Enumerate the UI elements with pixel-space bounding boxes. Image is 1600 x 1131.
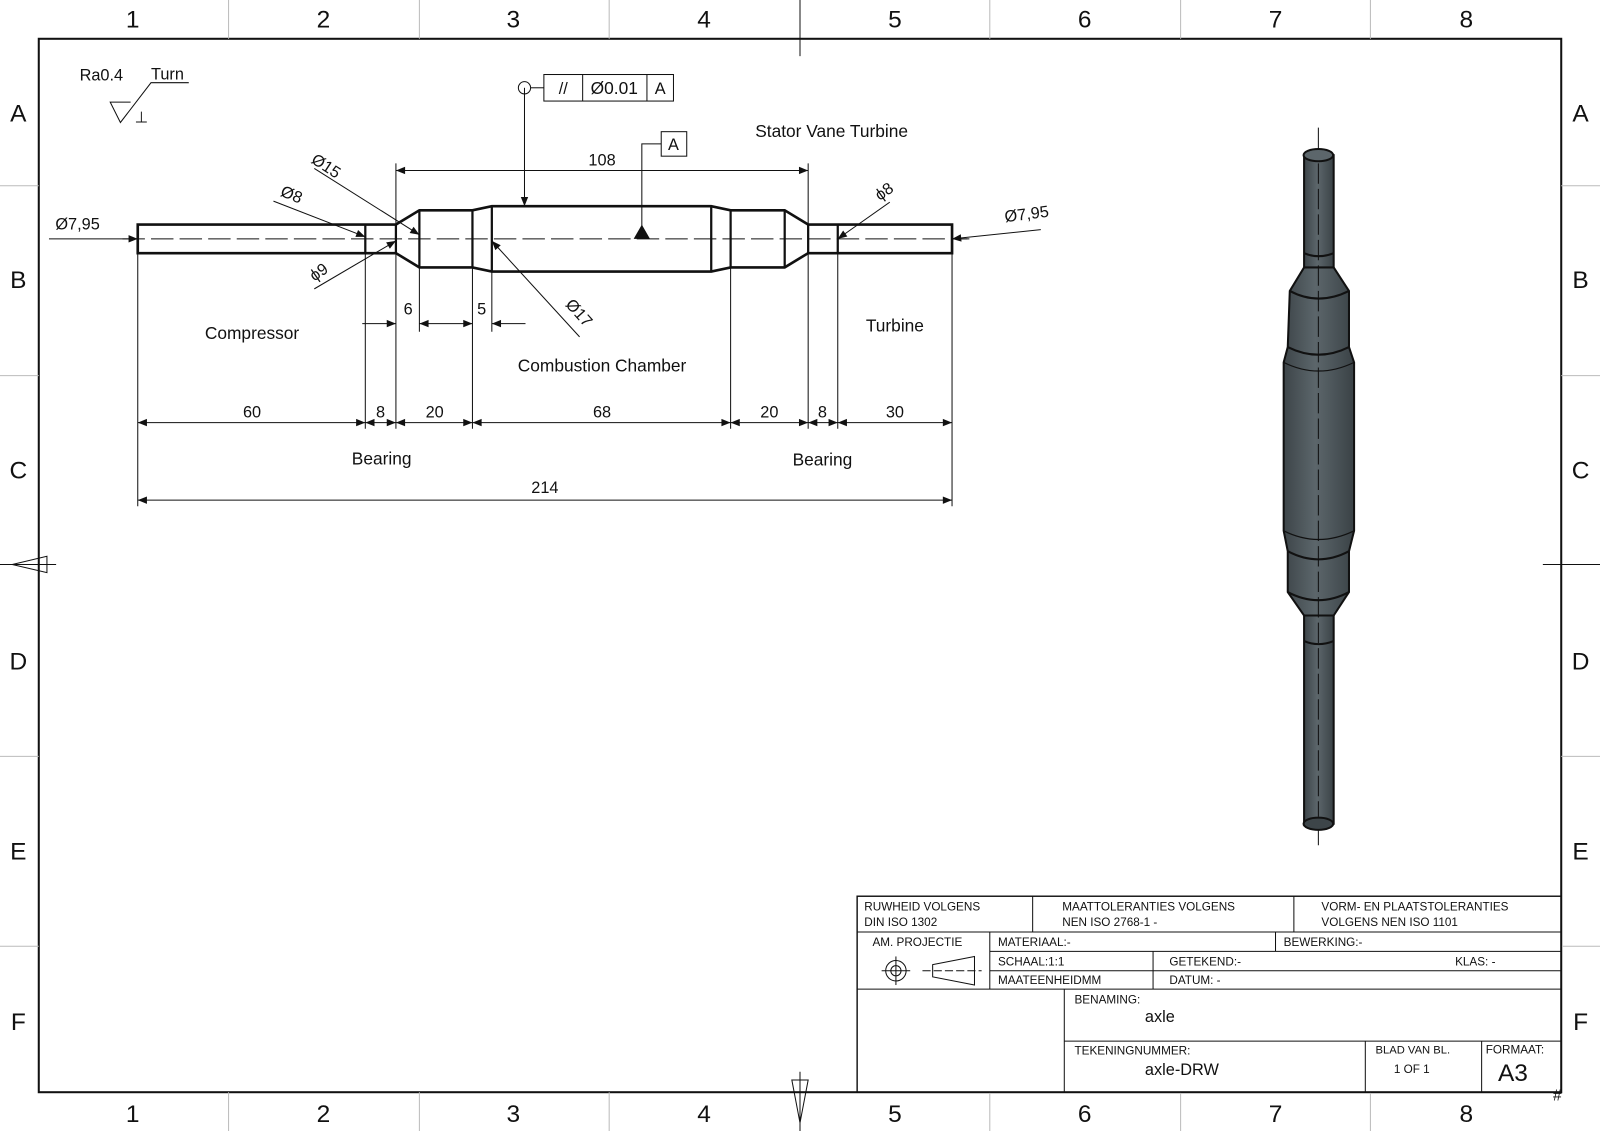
dim-8: 8 <box>376 403 385 421</box>
drawing-name: axle <box>1145 1008 1175 1026</box>
dia-right-end: Ø7,95 <box>1004 203 1050 226</box>
label-bearing-right: Bearing <box>793 449 853 469</box>
zone-col-5: 5 <box>888 1101 902 1128</box>
zone-col-8: 8 <box>1460 7 1474 34</box>
zone-labels: 1 2 3 4 5 6 7 8 1 2 3 4 5 6 7 8 A B C D … <box>10 7 1590 1128</box>
roughness-standard-ref: DIN ISO 1302 <box>864 916 937 929</box>
perpendicular-lay-symbol: ⊥ <box>135 109 148 126</box>
material-field: MATERIAAL:- <box>998 936 1071 949</box>
zone-row-e: E <box>1572 838 1588 865</box>
drawn-by-field: GETEKEND:- <box>1169 956 1241 969</box>
dim-20: 20 <box>760 403 778 421</box>
zone-col-1: 1 <box>126 1101 140 1128</box>
zone-col-2: 2 <box>317 1101 331 1128</box>
format-value: A3 <box>1498 1060 1528 1087</box>
dia-8-left: Ø8 <box>278 183 305 208</box>
zone-col-6: 6 <box>1078 1101 1092 1128</box>
diameter-leaders: Ø7,95 Ø15 Ø8 ϕ9 Ø17 ϕ8 Ø7,95 <box>48 150 1050 338</box>
dimension-lines: 108 6 5 60 8 20 68 20 8 30 214 <box>137 151 953 504</box>
projection-label: AM. PROJECTIE <box>872 936 962 949</box>
zone-row-e: E <box>10 838 26 865</box>
name-label: BENAMING: <box>1074 993 1140 1006</box>
zone-col-2: 2 <box>317 7 331 34</box>
zone-row-c: C <box>1572 458 1590 485</box>
form-tolerance-standard: VORM- EN PLAATSTOLERANTIES <box>1321 901 1508 914</box>
zone-row-f: F <box>11 1009 26 1036</box>
date-field: DATUM: - <box>1169 974 1220 987</box>
parallelism-symbol: // <box>559 80 569 98</box>
drawing-number: axle-DRW <box>1145 1061 1220 1079</box>
section-labels: Stator Vane Turbine Compressor Combustio… <box>205 121 924 470</box>
zone-row-b: B <box>10 267 26 294</box>
dim-108: 108 <box>588 151 615 169</box>
zone-col-6: 6 <box>1078 7 1092 34</box>
class-field: KLAS: - <box>1455 956 1495 969</box>
dim-8: 8 <box>818 403 827 421</box>
unit-field: MAATEENHEIDMM <box>998 974 1101 987</box>
zone-col-4: 4 <box>697 1101 711 1128</box>
roughness-value: Ra0.4 <box>80 67 124 85</box>
format-label: FORMAAT: <box>1486 1043 1544 1056</box>
projection-symbol-icon <box>881 955 982 986</box>
feature-control-frame: // Ø0.01 A <box>517 74 674 207</box>
dim-6: 6 <box>404 300 413 318</box>
dim-60: 60 <box>243 403 261 421</box>
surface-finish-symbol: Ra0.4 Turn ⊥ <box>80 66 189 126</box>
shaft-side-view <box>122 204 970 273</box>
dia-left-end: Ø7,95 <box>55 216 99 234</box>
process-note: Turn <box>151 66 184 84</box>
processing-field: BEWERKING:- <box>1284 936 1363 949</box>
dimension-tolerance-ref: NEN ISO 2768-1 - <box>1062 916 1157 929</box>
sheet-number: 1 OF 1 <box>1394 1063 1430 1076</box>
zone-col-5: 5 <box>888 7 902 34</box>
dimension-tolerance-standard: MAATTOLERANTIES VOLGENS <box>1062 901 1235 914</box>
dim-20: 20 <box>426 403 444 421</box>
roughness-standard: RUWHEID VOLGENS <box>864 901 980 914</box>
centering-mark-icon <box>791 1071 809 1131</box>
datum-reference: A <box>655 80 666 98</box>
zone-col-7: 7 <box>1269 7 1283 34</box>
zone-row-f: F <box>1573 1009 1588 1036</box>
dim-5: 5 <box>477 300 486 318</box>
datum-label: A <box>668 136 679 154</box>
zone-col-3: 3 <box>506 1101 520 1128</box>
isometric-view <box>1282 127 1356 846</box>
label-turbine: Turbine <box>866 316 924 336</box>
drawing-number-label: TEKENINGNUMMER: <box>1074 1044 1190 1057</box>
zone-col-1: 1 <box>126 7 140 34</box>
label-combustion-chamber: Combustion Chamber <box>518 356 687 376</box>
zone-row-b: B <box>1572 267 1588 294</box>
zone-col-3: 3 <box>506 7 520 34</box>
zone-row-a: A <box>10 100 27 127</box>
dia-15: Ø15 <box>308 150 344 182</box>
dim-30: 30 <box>886 403 904 421</box>
zone-col-8: 8 <box>1460 1101 1474 1128</box>
sheet-label: BLAD VAN BL. <box>1376 1044 1451 1056</box>
tolerance-value: Ø0.01 <box>591 78 638 98</box>
dim-214: 214 <box>531 479 558 497</box>
zone-row-d: D <box>1572 649 1590 676</box>
datum-feature-a: A <box>633 131 688 239</box>
form-tolerance-ref: VOLGENS NEN ISO 1101 <box>1321 916 1458 929</box>
zone-col-4: 4 <box>697 7 711 34</box>
zone-row-a: A <box>1572 100 1589 127</box>
scale-field: SCHAAL:1:1 <box>998 956 1064 969</box>
label-stator-vane-turbine: Stator Vane Turbine <box>755 121 908 141</box>
zone-row-c: C <box>10 458 28 485</box>
zone-col-7: 7 <box>1269 1101 1283 1128</box>
corner-mark: # <box>1553 1087 1562 1104</box>
dia-17: Ø17 <box>562 296 596 331</box>
dia-8-right: ϕ8 <box>872 179 897 204</box>
centering-mark-icon <box>12 555 48 574</box>
title-block: RUWHEID VOLGENS DIN ISO 1302 MAATTOLERAN… <box>856 895 1562 1104</box>
dim-68: 68 <box>593 403 611 421</box>
label-bearing-left: Bearing <box>352 448 412 468</box>
zone-row-d: D <box>10 649 28 676</box>
label-compressor: Compressor <box>205 323 300 343</box>
